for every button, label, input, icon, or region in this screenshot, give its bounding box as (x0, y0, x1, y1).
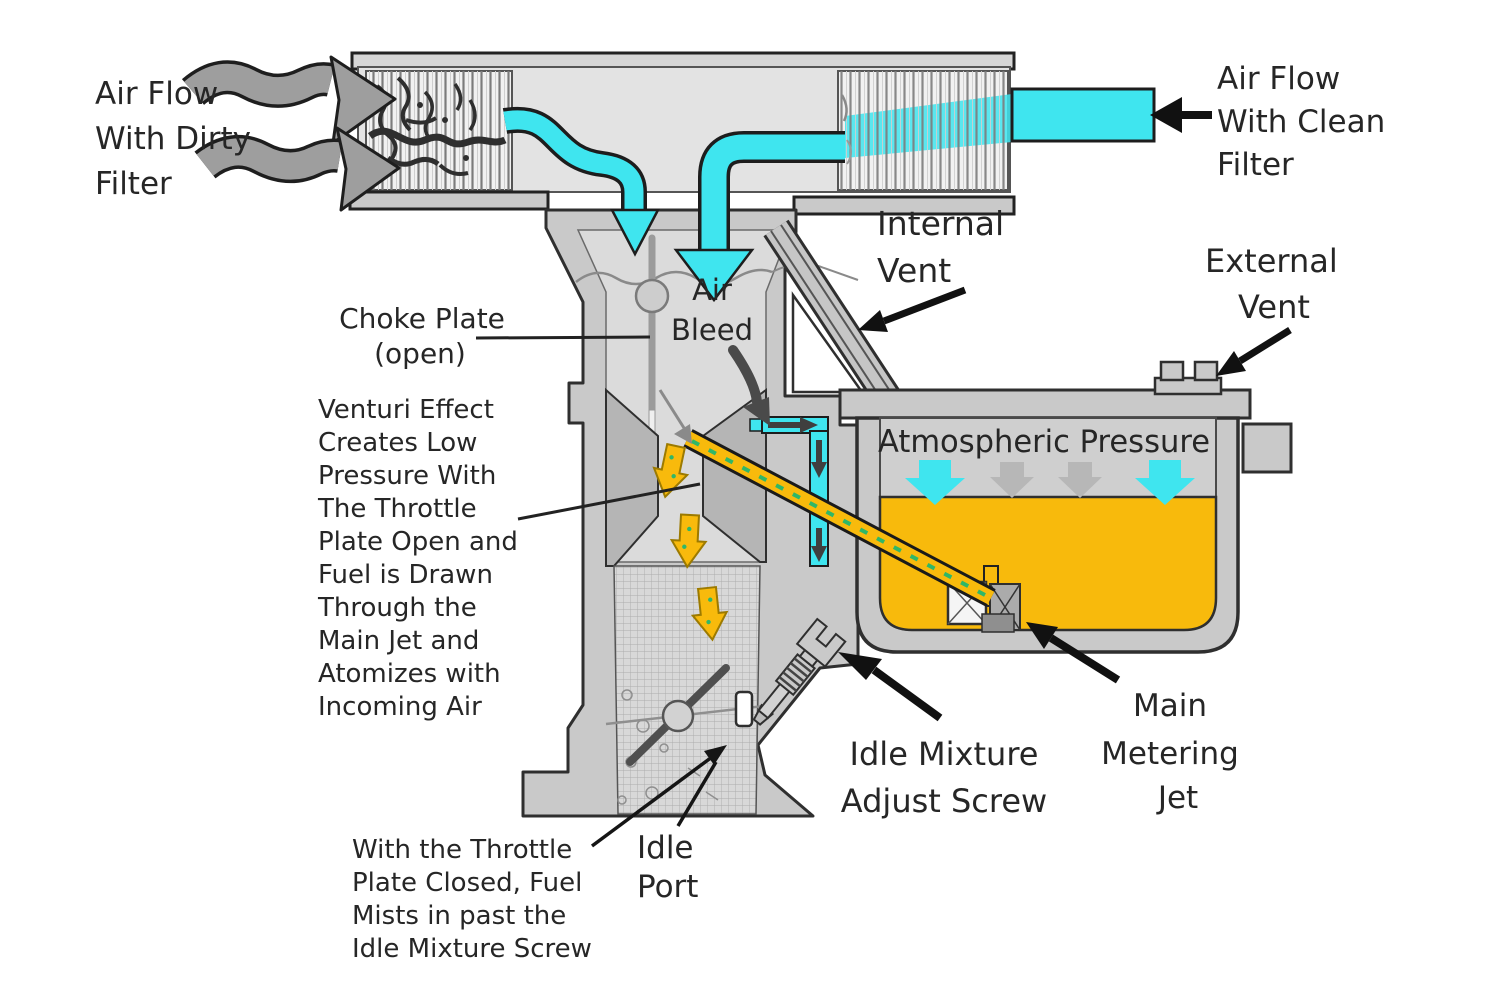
clean-air-flow (502, 87, 1156, 303)
air-filter-housing (348, 51, 1016, 216)
label-venturi-note: Venturi Effect Creates Low Pressure With… (317, 395, 518, 722)
svg-text:With Dirty: With Dirty (95, 121, 251, 157)
idle-port-opening (734, 690, 754, 728)
label-throttle-closed-note: With the Throttle Plate Closed, Fuel Mis… (352, 835, 592, 964)
internal-vent-tube (763, 219, 915, 429)
label-choke-plate: Choke Plate (339, 302, 505, 335)
venturi-leader-line (517, 482, 701, 521)
svg-text:Venturi Effect: Venturi Effect (318, 395, 494, 425)
main-jet-arrow (1048, 634, 1121, 684)
svg-text:Creates Low: Creates Low (318, 428, 477, 458)
svg-text:Metering: Metering (1101, 736, 1239, 772)
svg-text:Bleed: Bleed (671, 313, 753, 347)
clean-air-pipe (1010, 87, 1156, 143)
air-bleed-flow-arrows (768, 417, 827, 562)
main-fuel-tube (683, 429, 996, 607)
svg-text:Pressure With: Pressure With (318, 461, 496, 491)
svg-text:Plate Closed, Fuel: Plate Closed, Fuel (352, 868, 582, 898)
svg-text:Idle Mixture Screw: Idle Mixture Screw (352, 934, 592, 964)
idle-mixture-screw (752, 617, 847, 726)
pressure-arrow-gray (990, 462, 1034, 498)
svg-text:The Throttle: The Throttle (317, 494, 477, 524)
throttle-pivot (661, 699, 695, 733)
pressure-arrow-cyan (905, 460, 965, 505)
svg-text:Filter: Filter (1217, 147, 1294, 183)
housing-flange-left (348, 190, 550, 211)
label-idle-mixture-screw: Idle Mixture (850, 735, 1039, 773)
choke-shaft-pivot (634, 278, 670, 314)
svg-text:Main Jet and: Main Jet and (318, 626, 479, 656)
label-external-vent: External (1205, 242, 1338, 280)
label-airflow-clean: Air Flow (1217, 61, 1340, 97)
housing-flange-right (792, 195, 1016, 216)
atomized-fuel-arrows (652, 442, 729, 642)
label-air-bleed: Air (692, 273, 732, 307)
pressure-arrow-gray (1058, 462, 1102, 498)
bowl-side-boss (1241, 422, 1293, 474)
dirty-airflow-arrows (181, 55, 401, 212)
svg-text:Incoming Air: Incoming Air (318, 692, 482, 722)
svg-text:(open): (open) (374, 337, 466, 370)
air-bleed-arrow (728, 345, 762, 407)
svg-text:With Clean: With Clean (1217, 104, 1385, 140)
label-idle-port: Idle (637, 830, 694, 866)
airflow-arrow-down-left (609, 208, 661, 257)
svg-text:Adjust Screw: Adjust Screw (841, 782, 1047, 820)
idle-port-leader (676, 761, 718, 827)
svg-text:Atomizes with: Atomizes with (318, 659, 501, 689)
fuel-bowl (838, 360, 1293, 654)
label-main-metering-jet: Main (1133, 688, 1207, 724)
atmospheric-pressure-arrows (905, 460, 1195, 505)
label-airflow-dirty: Air Flow (95, 76, 218, 112)
svg-text:Port: Port (637, 869, 698, 905)
labels: Air Flow With Dirty Filter Air Flow With… (95, 61, 1385, 964)
cutaway-wave-line (575, 268, 773, 286)
internal-vent-arrow (882, 286, 967, 325)
clean-filter (837, 70, 1012, 191)
venturi-air-arrow (658, 389, 692, 444)
annotation-arrows (475, 97, 1292, 848)
pressure-arrow-cyan (1135, 460, 1195, 505)
choke-leader-line (475, 335, 651, 340)
label-atmospheric-pressure: Atmospheric Pressure (878, 424, 1210, 460)
venturi-wall-right (702, 388, 767, 563)
external-vent-cap (1153, 360, 1223, 396)
svg-text:Mists in past the: Mists in past the (352, 901, 566, 931)
svg-text:Plate Open and: Plate Open and (318, 527, 518, 557)
external-vent-arrow (1238, 327, 1292, 364)
airflow-arrow-down-right (673, 248, 755, 303)
svg-text:Vent: Vent (1238, 288, 1310, 326)
svg-text:Fuel is Drawn: Fuel is Drawn (318, 560, 493, 590)
svg-text:Filter: Filter (95, 166, 172, 202)
venturi-wall-left (605, 387, 659, 567)
throttle-bore (605, 565, 765, 815)
throttle-note-leader (590, 755, 714, 848)
svg-text:Through the: Through the (317, 593, 477, 623)
svg-text:Vent: Vent (877, 251, 951, 290)
idle-screw-arrow (871, 666, 943, 722)
svg-text:Jet: Jet (1156, 780, 1198, 816)
svg-text:With the Throttle: With the Throttle (352, 835, 572, 865)
label-internal-vent: Internal (877, 204, 1004, 243)
